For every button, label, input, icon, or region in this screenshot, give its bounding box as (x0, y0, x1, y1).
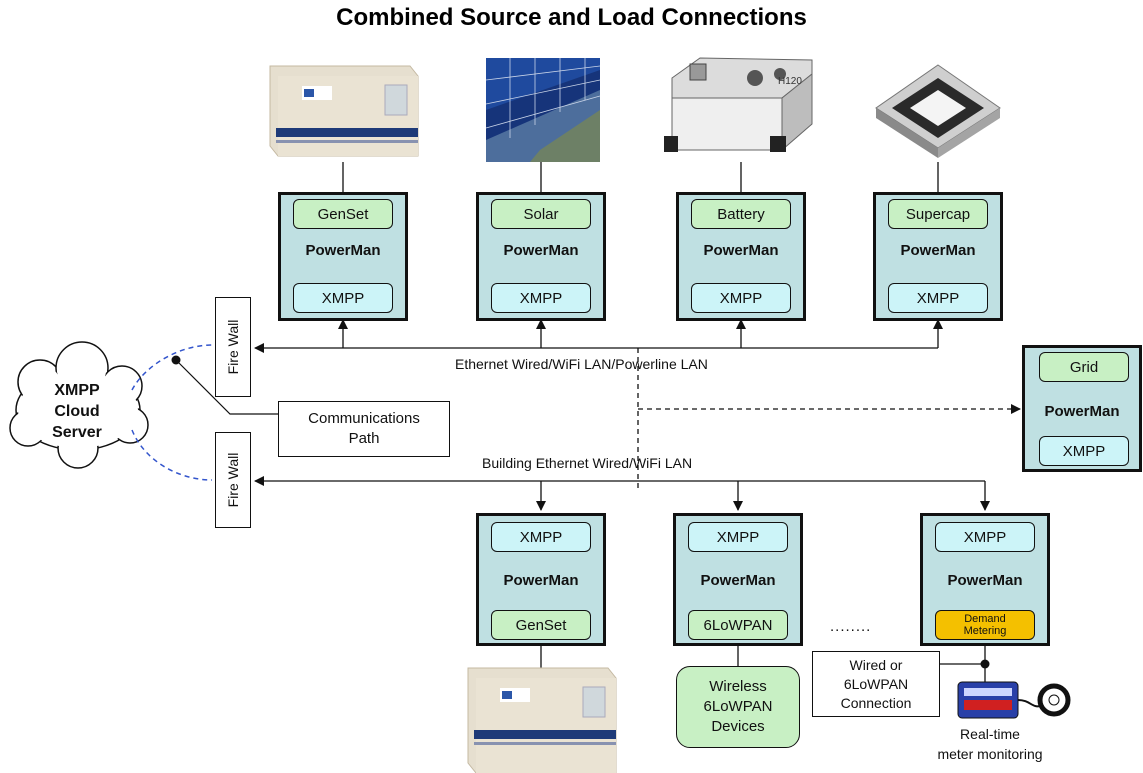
6lowpan-module: 6LoWPAN (688, 610, 788, 640)
cloud-link-top (131, 344, 213, 391)
powerman-label: PowerMan (503, 572, 579, 589)
powerman-6lowpan-load: XMPP PowerMan 6LoWPAN (673, 513, 803, 646)
cloud-shape (9, 341, 149, 469)
supercap-module: Supercap (888, 199, 988, 229)
xmpp-module: XMPP (293, 283, 393, 313)
xmpp-cloud-server: XMPP Cloud Server (52, 382, 102, 441)
genset-module: GenSet (491, 610, 591, 640)
battery-module: Battery (691, 199, 791, 229)
powerman-label: PowerMan (700, 572, 776, 589)
battery-unit-image (664, 57, 813, 152)
top-lan-label: Ethernet Wired/WiFi LAN/Powerline LAN (455, 356, 708, 372)
cloud-link-bottom (131, 429, 213, 481)
meter-caption: Real-time meter monitoring (937, 726, 1043, 762)
powerman-genset-source: GenSet PowerMan XMPP (278, 192, 408, 321)
powerman-label: PowerMan (947, 572, 1023, 589)
powerman-label: PowerMan (1044, 403, 1120, 420)
xmpp-module: XMPP (691, 283, 791, 313)
battery-model-label: H120 (778, 76, 802, 87)
powerman-label: PowerMan (703, 242, 779, 259)
realtime-meter-image (957, 681, 1071, 719)
diagram-title: Combined Source and Load Connections (336, 4, 807, 31)
generator-set-image (269, 65, 419, 157)
supercapacitor-image (875, 64, 1001, 158)
powerman-label: PowerMan (305, 242, 381, 259)
powerman-label: PowerMan (900, 242, 976, 259)
solar-panel-image (485, 58, 601, 162)
xmpp-module: XMPP (888, 283, 988, 313)
powerman-label: PowerMan (503, 242, 579, 259)
xmpp-module: XMPP (1039, 436, 1129, 466)
more-devices-ellipsis: ........ (830, 618, 872, 635)
generator-set-bottom-image (467, 667, 617, 773)
powerman-genset-load: XMPP PowerMan GenSet (476, 513, 606, 646)
xmpp-module: XMPP (491, 522, 591, 552)
firewall-top: Fire Wall (215, 297, 251, 397)
powerman-battery-source: Battery PowerMan XMPP (676, 192, 806, 321)
firewall-bottom: Fire Wall (215, 432, 251, 528)
solar-module: Solar (491, 199, 591, 229)
grid-module: Grid (1039, 352, 1129, 382)
powerman-solar-source: Solar PowerMan XMPP (476, 192, 606, 321)
genset-module: GenSet (293, 199, 393, 229)
building-lan-label: Building Ethernet Wired/WiFi LAN (482, 455, 693, 471)
xmpp-module: XMPP (935, 522, 1035, 552)
powerman-grid: Grid PowerMan XMPP (1022, 345, 1142, 472)
xmpp-module: XMPP (688, 522, 788, 552)
powerman-supercap-source: Supercap PowerMan XMPP (873, 192, 1003, 321)
xmpp-module: XMPP (491, 283, 591, 313)
